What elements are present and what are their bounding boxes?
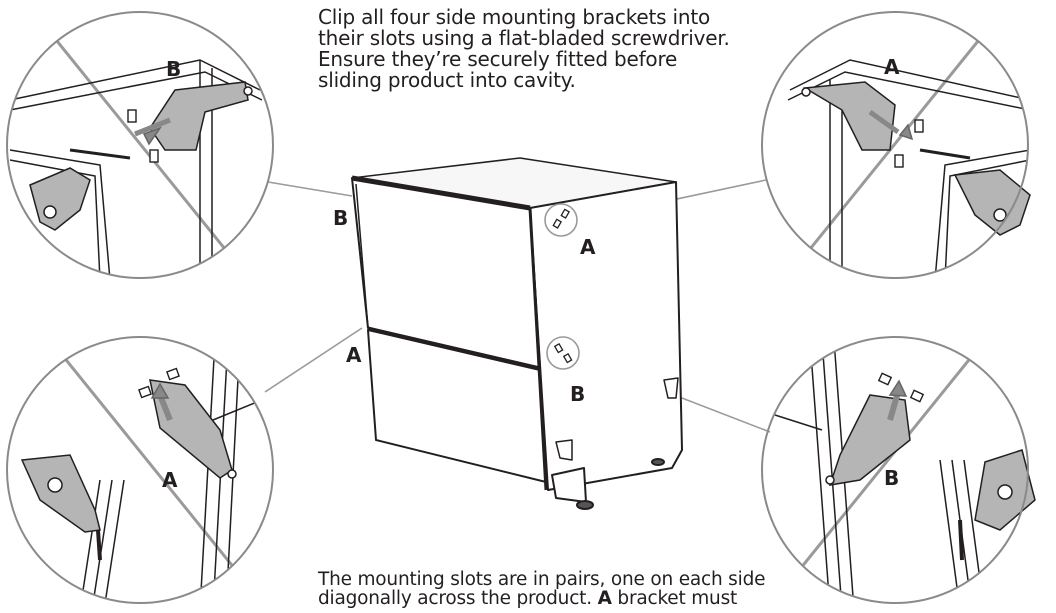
detail-circle-top-right: A bbox=[761, 11, 1031, 279]
product-label-a-lower: A bbox=[346, 343, 362, 367]
detail-circle-top-left: B bbox=[6, 11, 274, 279]
instruction-top-line-4: sliding product into cavity. bbox=[318, 68, 576, 92]
instruction-top-line-3: Ensure they’re securely fitted before bbox=[318, 47, 678, 71]
detail-label-tr: A bbox=[884, 55, 900, 79]
instruction-text-top: Clip all four side mounting brackets int… bbox=[318, 7, 758, 91]
bracket-icon-br-secondary bbox=[974, 449, 1036, 531]
instruction-text-bottom: The mounting slots are in pairs, one on … bbox=[318, 570, 788, 608]
instruction-top-line-2: their slots using a flat-bladed screwdri… bbox=[318, 26, 730, 50]
detail-label-bl: A bbox=[162, 468, 178, 492]
bracket-icon-br-main bbox=[825, 379, 911, 486]
bracket-icon-bl-secondary bbox=[20, 454, 101, 533]
instruction-bottom-line-1: The mounting slots are in pairs, one on … bbox=[318, 569, 766, 590]
slot-highlight-lower bbox=[546, 336, 580, 370]
detail-label-br: B bbox=[884, 466, 899, 490]
product-drawer-unit bbox=[351, 157, 683, 510]
detail-label-tl: B bbox=[166, 57, 181, 81]
bracket-icon-tl-main bbox=[134, 81, 253, 151]
instruction-bottom-bracket-a: A bbox=[597, 588, 612, 609]
bracket-icon-tr-main bbox=[801, 81, 914, 151]
product-label-b-upper: B bbox=[333, 206, 348, 230]
product-label-a-right: A bbox=[580, 235, 596, 259]
side-vent-bracket bbox=[663, 377, 679, 399]
instruction-bottom-line-2-end: bracket must bbox=[611, 588, 738, 609]
product-label-b-right: B bbox=[570, 382, 585, 406]
instruction-bottom-line-2: diagonally across the product. A bracket… bbox=[318, 589, 788, 608]
bracket-icon-tl-secondary bbox=[29, 167, 91, 231]
instruction-top-line-1: Clip all four side mounting brackets int… bbox=[318, 5, 710, 29]
front-foot bbox=[551, 467, 587, 503]
detail-circle-bottom-left: A bbox=[6, 336, 274, 604]
product-side-panel bbox=[529, 181, 683, 491]
instruction-bottom-line-2-start: diagonally across the product. bbox=[318, 588, 598, 609]
rear-foot-bracket bbox=[555, 439, 573, 461]
bracket-icon-tr-secondary bbox=[953, 169, 1031, 236]
detail-circle-bottom-right: B bbox=[761, 336, 1036, 604]
bracket-icon-bl-main bbox=[149, 379, 237, 479]
slot-highlight-upper bbox=[544, 203, 578, 237]
